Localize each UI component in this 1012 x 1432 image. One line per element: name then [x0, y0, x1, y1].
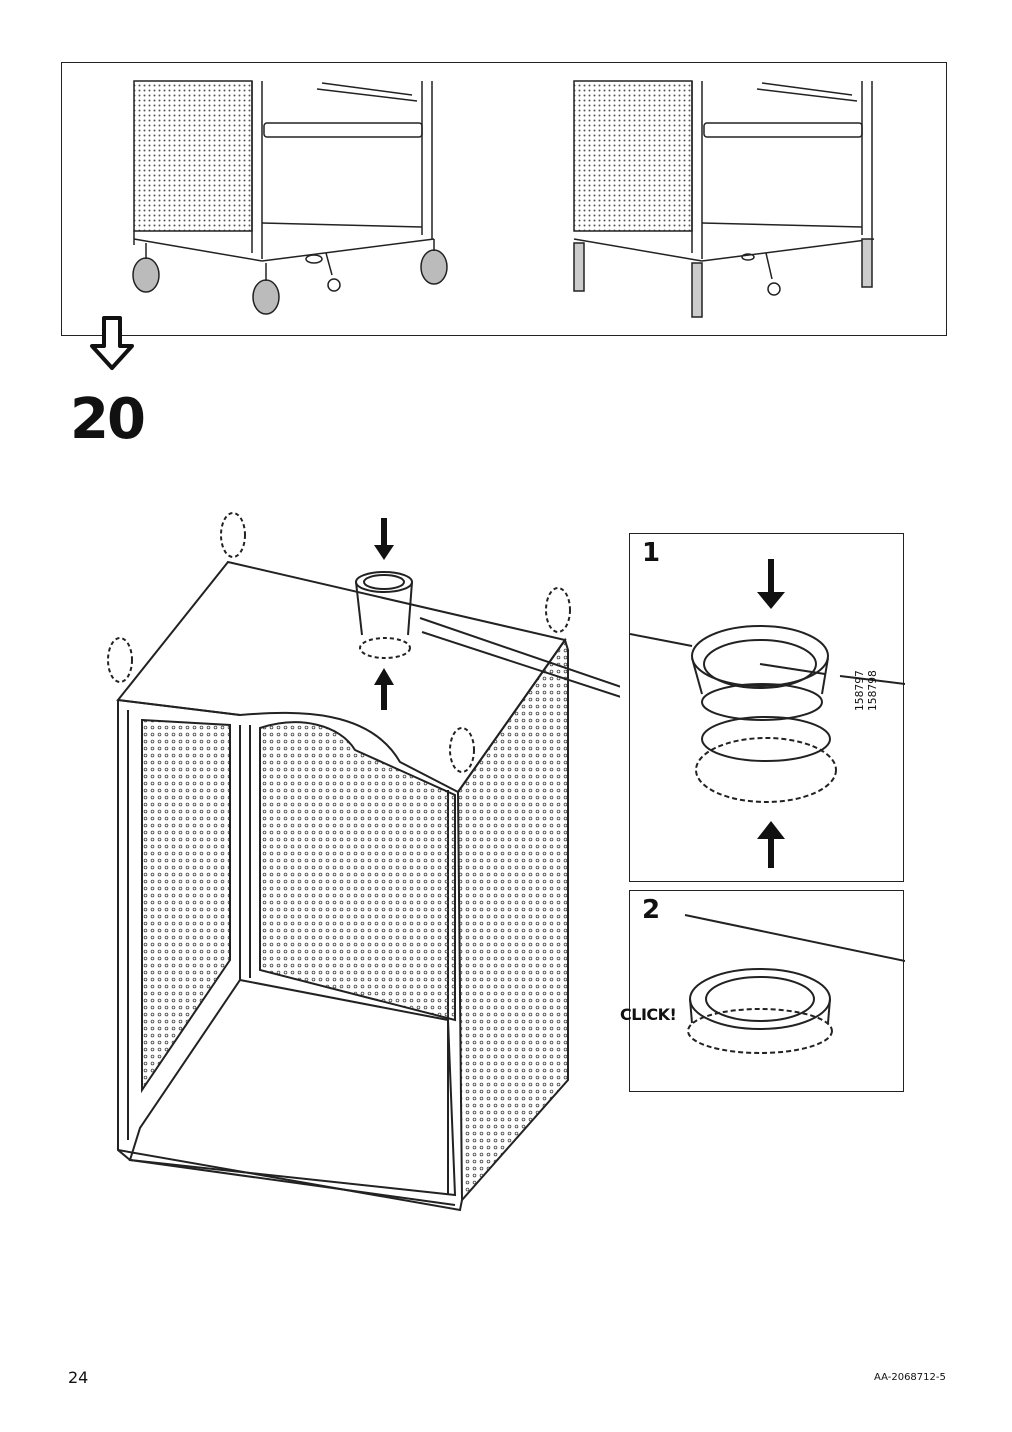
ring-clicked-detail — [684, 914, 905, 1054]
detail-box-step-2: 2 — [629, 890, 905, 1092]
detail-down-arrow-icon — [757, 559, 785, 609]
cabinet-assembly-illustration — [107, 512, 620, 1212]
page-number: 24 — [68, 1368, 89, 1387]
detail-box-step-1: 1 158797 158798 — [629, 533, 905, 882]
previous-step-panel — [61, 62, 947, 336]
click-sound-label: CLICK! — [620, 1005, 677, 1024]
press-up-arrow-icon — [374, 668, 394, 710]
part-number-2: 158798 — [866, 670, 879, 711]
cabinet-with-casters — [132, 80, 448, 315]
previous-step-illustration — [132, 80, 875, 318]
cabinet-with-legs — [573, 80, 875, 318]
document-code: AA-2068712-5 — [874, 1372, 946, 1383]
step-number: 20 — [70, 387, 146, 452]
detail-up-arrow-icon — [757, 821, 785, 868]
detail-step-number: 2 — [642, 895, 661, 925]
detail-step-number: 1 — [642, 538, 661, 568]
part-numbers: 158797 158798 — [853, 670, 879, 711]
part-number-1: 158797 — [853, 670, 866, 711]
press-down-arrow-icon — [374, 518, 394, 560]
ring-insertion-detail — [630, 559, 905, 868]
hollow-down-arrow-icon — [90, 316, 134, 370]
